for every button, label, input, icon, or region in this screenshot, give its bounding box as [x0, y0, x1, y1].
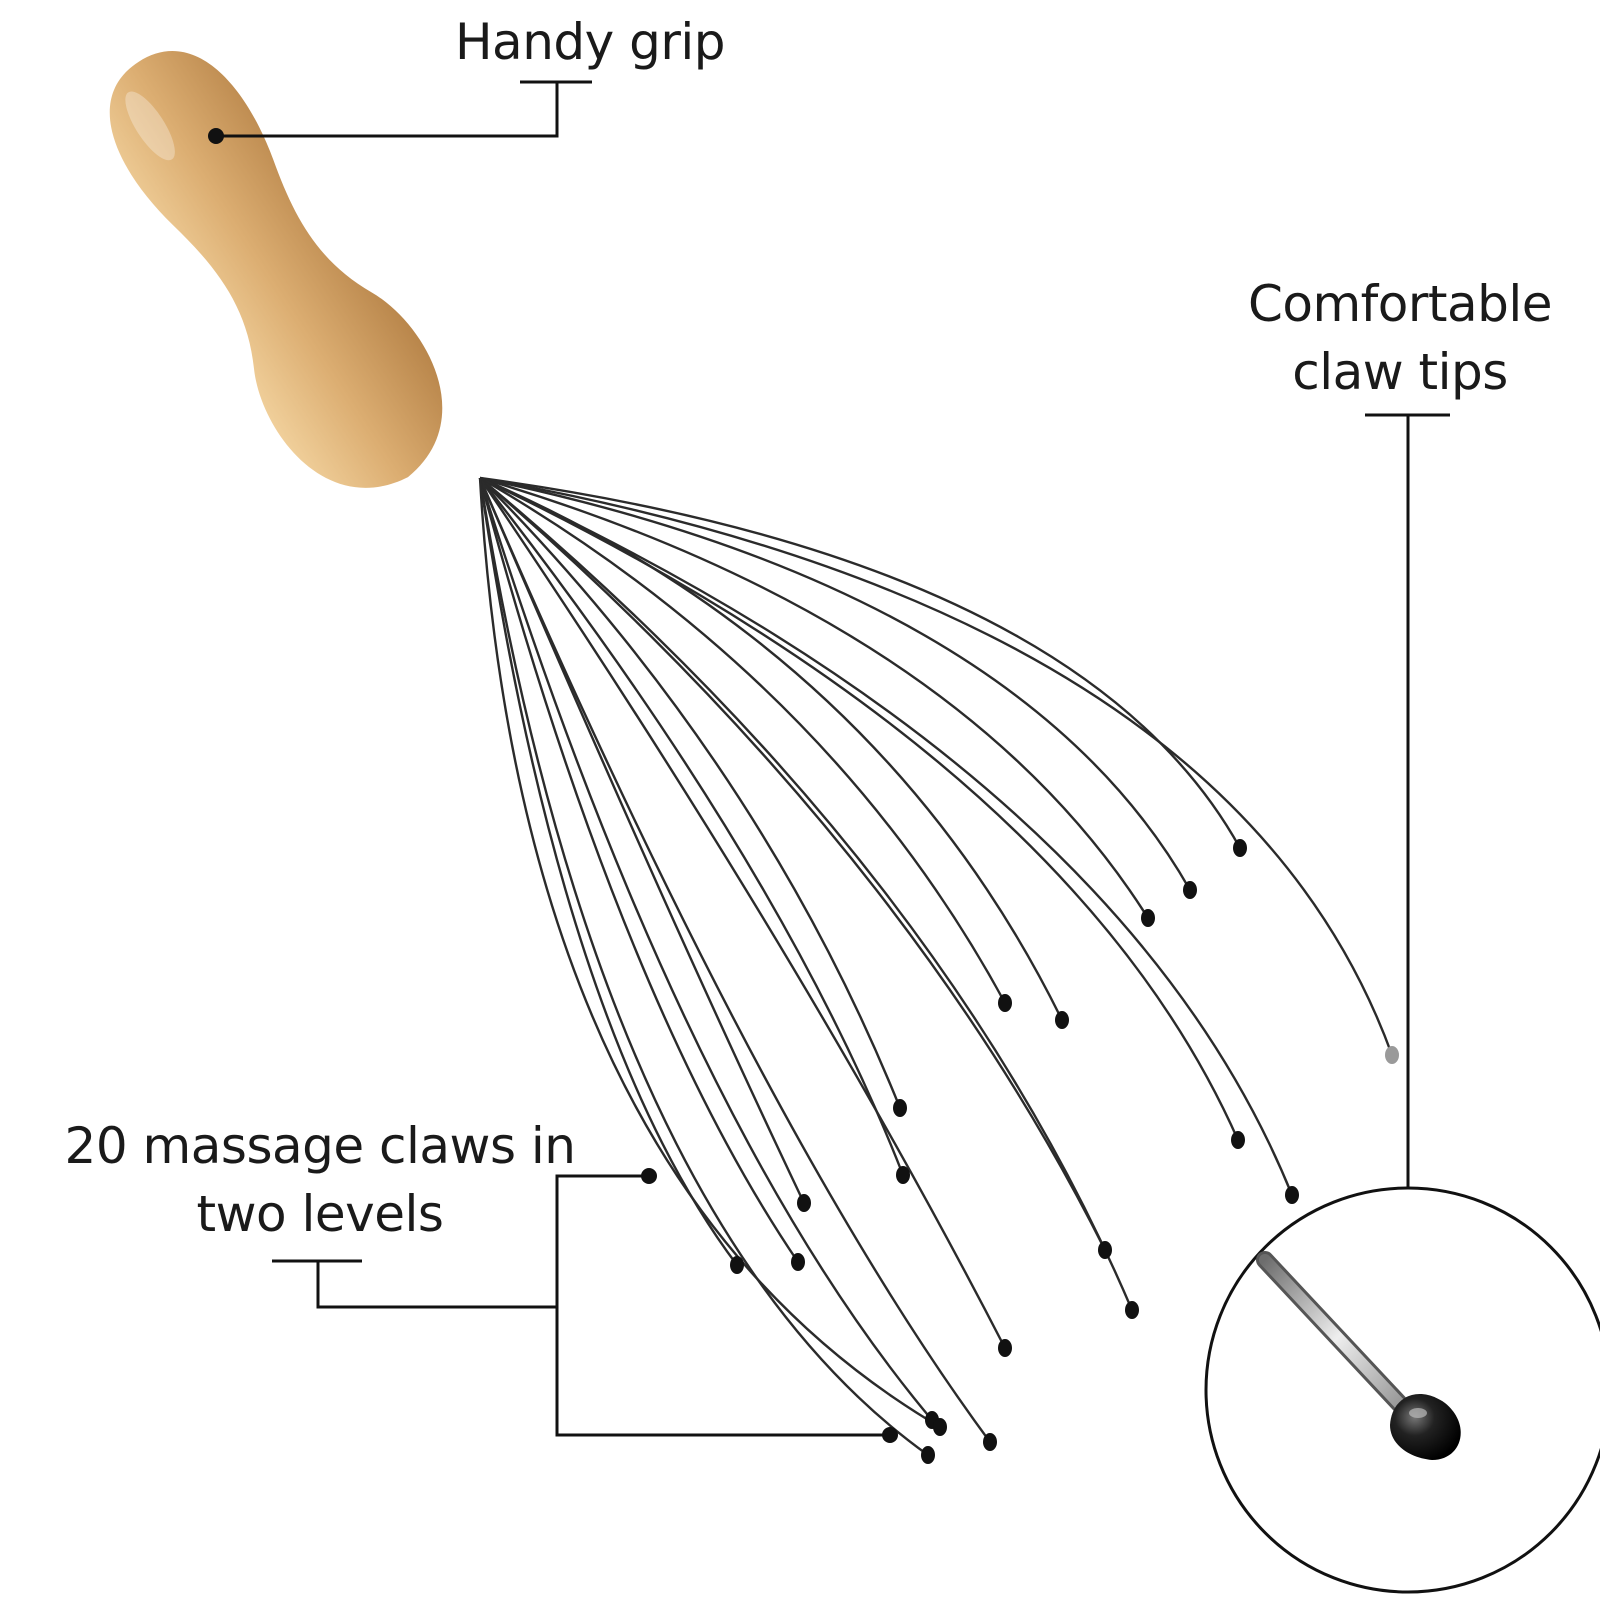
magnified-tip: [1204, 1186, 1600, 1594]
claw-tip: [893, 1099, 907, 1117]
claw-tip: [1055, 1011, 1069, 1029]
claw-wire: [479, 476, 1394, 1056]
claw-tip: [1098, 1241, 1112, 1259]
claw-tip: [1231, 1131, 1245, 1149]
claw-wire: [479, 477, 1134, 1311]
massage-claws-leader: [272, 1174, 890, 1437]
lower-level-dot: [882, 1427, 898, 1443]
claw-tip: [730, 1256, 744, 1274]
claw-wire: [479, 477, 1107, 1251]
claw-tip: [1125, 1301, 1139, 1319]
wooden-handle: [109, 51, 443, 488]
claw-tips-leader: [1365, 413, 1450, 1188]
claw-wire: [478, 477, 991, 1443]
claw-tip: [933, 1418, 947, 1436]
claw-wire: [479, 477, 1007, 1349]
claw-tip: [797, 1194, 811, 1212]
claw-tip: [791, 1253, 805, 1271]
massage-claws-text-line2: two levels: [196, 1185, 444, 1243]
claw-tips-text-line1: Comfortable: [1247, 275, 1553, 333]
claw-wire: [478, 477, 941, 1429]
claw-wire: [479, 477, 902, 1109]
claw-wire: [479, 476, 1007, 1004]
massage-claws: [478, 476, 1394, 1456]
claw-tips: [730, 839, 1399, 1464]
claw-wire: [479, 476, 1192, 891]
massage-claws-text-line1: 20 massage claws in: [64, 1117, 576, 1175]
claw-wire: [479, 476, 1150, 919]
massage-claws-label: 20 massage claws in two levels: [40, 1112, 600, 1248]
handy-grip-dot: [208, 128, 224, 144]
claw-tip: [921, 1446, 935, 1464]
upper-level-dot: [641, 1168, 657, 1184]
claw-wire: [478, 477, 929, 1456]
claw-tip: [1141, 909, 1155, 927]
claw-wire: [479, 476, 1242, 849]
claw-wire: [478, 477, 933, 1421]
claw-wire: [478, 477, 799, 1263]
handy-grip-label: Handy grip: [400, 8, 780, 76]
claw-tip: [1233, 839, 1247, 857]
claw-wire: [479, 476, 1294, 1196]
claw-tip: [998, 994, 1012, 1012]
claw-tip: [983, 1433, 997, 1451]
claw-tip: [1285, 1186, 1299, 1204]
claw-tip: [998, 1339, 1012, 1357]
claw-tip: [1183, 881, 1197, 899]
claw-tips-label: Comfortable claw tips: [1205, 270, 1595, 406]
claw-tips-text-line2: claw tips: [1292, 343, 1508, 401]
claw-tip: [1385, 1046, 1399, 1064]
claw-tip: [896, 1166, 910, 1184]
handy-grip-text: Handy grip: [454, 13, 726, 71]
claw-wire: [479, 476, 1064, 1021]
handy-grip-leader: [216, 80, 592, 138]
claw-wire: [479, 476, 1240, 1141]
claw-wire: [479, 477, 905, 1176]
